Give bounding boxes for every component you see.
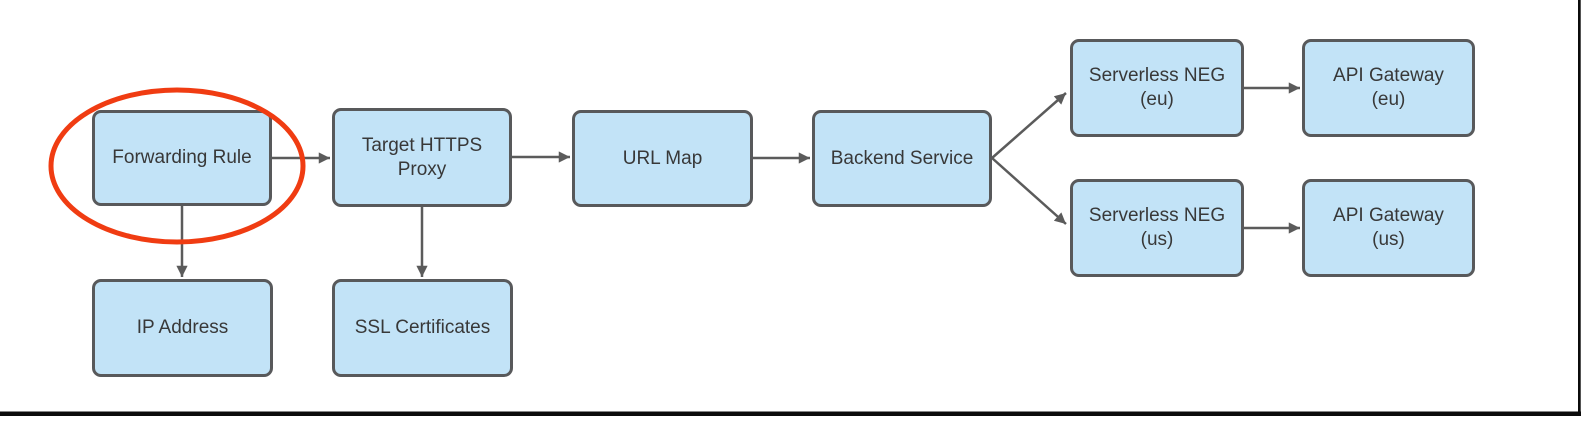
edge-backend-service-to-serverless-neg-eu [991,92,1067,159]
node-target-https-proxy[interactable]: Target HTTPS Proxy [332,108,512,207]
node-backend-service[interactable]: Backend Service [812,110,992,207]
node-label: Target HTTPS [361,134,483,156]
node-label: Proxy [397,158,447,180]
node-api-gateway-eu[interactable]: API Gateway (eu) [1302,39,1475,137]
node-label: (us) [1140,229,1174,250]
node-label: (eu) [1371,89,1406,110]
node-label: Backend Service [830,147,974,169]
node-label: API Gateway [1333,65,1444,86]
node-label: API Gateway [1333,205,1444,226]
node-ip-address[interactable]: IP Address [92,279,273,377]
node-label: (us) [1372,229,1405,250]
node-serverless-neg-eu[interactable]: Serverless NEG (eu) [1070,39,1244,137]
node-label: Forwarding Rule [112,147,252,168]
node-api-gateway-us[interactable]: API Gateway (us) [1302,179,1475,277]
node-serverless-neg-us[interactable]: Serverless NEG (us) [1070,179,1244,277]
node-label: Serverless NEG [1088,205,1226,226]
node-label: SSL Certificates [354,317,491,338]
frame-bottom-line [0,411,1581,416]
edge-backend-service-to-serverless-neg-us [991,157,1067,225]
node-label: Serverless NEG [1088,65,1226,86]
node-url-map[interactable]: URL Map [572,110,753,207]
frame-right-line [1578,0,1581,416]
node-label: URL Map [622,147,703,169]
node-label: IP Address [136,317,229,338]
node-ssl-certificates[interactable]: SSL Certificates [332,279,513,377]
node-forwarding-rule[interactable]: Forwarding Rule [92,110,272,206]
node-label: (eu) [1140,89,1174,110]
